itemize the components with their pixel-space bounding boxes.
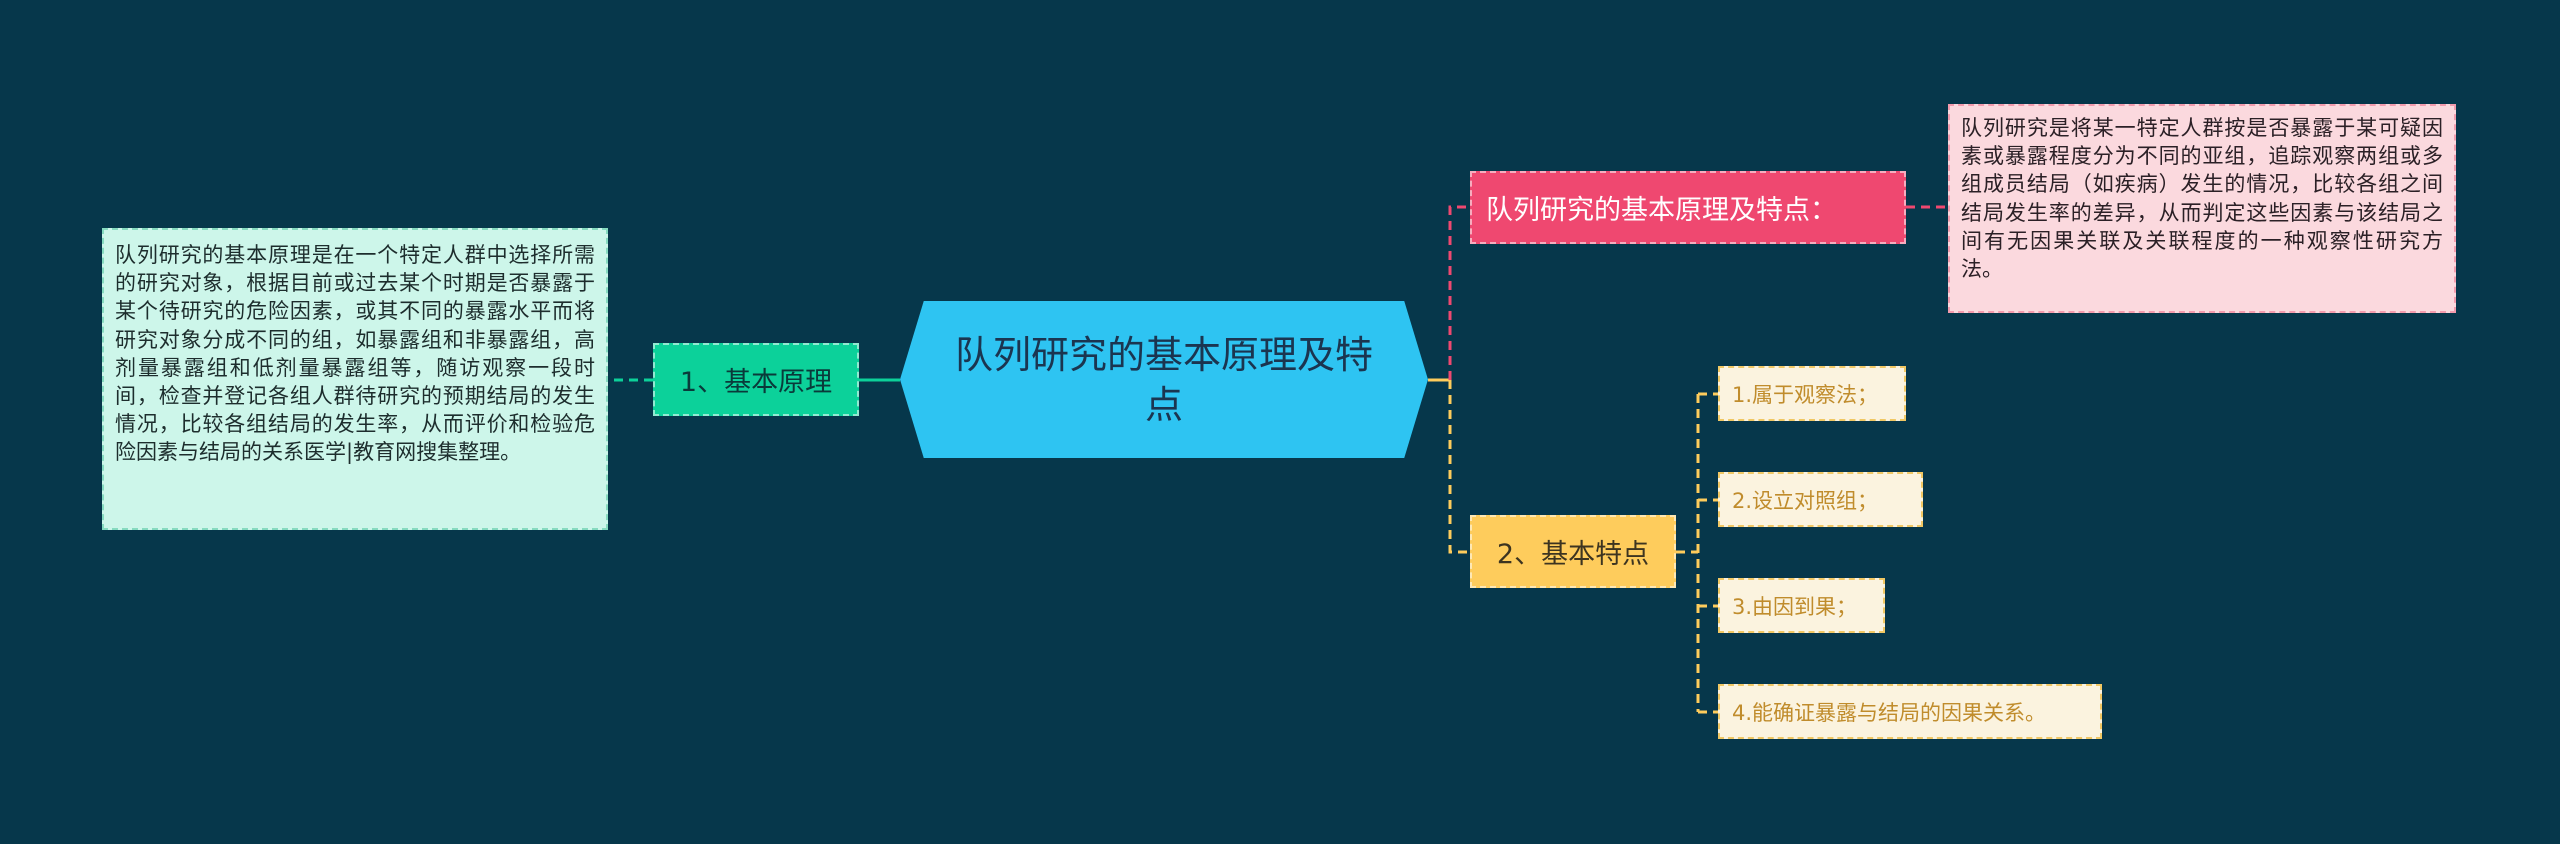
branch-definition[interactable]: 队列研究的基本原理及特点： [1470,171,1906,244]
feature-item[interactable]: 3.由因到果； [1718,578,1885,633]
branch-basic-features-label: 2、基本特点 [1496,539,1650,570]
feature-item-label: 1.属于观察法； [1732,382,1879,407]
connector-to-features-branch [1448,380,1470,554]
feature-item[interactable]: 1.属于观察法； [1718,366,1906,421]
branch-basic-principle[interactable]: 1、基本原理 [653,343,859,416]
feature-item-label: 3.由因到果； [1732,594,1858,619]
definition-description-text: 队列研究是将某一特定人群按是否暴露于某可疑因素或暴露程度分为不同的亚组，追踪观察… [1961,116,2443,282]
definition-description[interactable]: 队列研究是将某一特定人群按是否暴露于某可疑因素或暴露程度分为不同的亚组，追踪观察… [1948,104,2456,313]
root-topic-label: 队列研究的基本原理及特点 [954,332,1373,427]
feature-item-label: 2.设立对照组； [1732,488,1879,513]
connector-to-definition-branch [1448,205,1470,380]
root-topic[interactable]: 队列研究的基本原理及特点 [900,301,1428,458]
basic-principle-description[interactable]: 队列研究的基本原理是在一个特定人群中选择所需的研究对象，根据目前或过去某个时期是… [102,228,608,530]
connector-features-to-leaves [1676,392,1718,714]
branch-basic-principle-label: 1、基本原理 [679,367,833,398]
feature-item-label: 4.能确证暴露与结局的因果关系。 [1732,700,2047,725]
branch-basic-features[interactable]: 2、基本特点 [1470,515,1676,588]
basic-principle-description-text: 队列研究的基本原理是在一个特定人群中选择所需的研究对象，根据目前或过去某个时期是… [115,243,595,465]
feature-item[interactable]: 4.能确证暴露与结局的因果关系。 [1718,684,2102,739]
branch-definition-label: 队列研究的基本原理及特点： [1486,195,1837,226]
feature-item[interactable]: 2.设立对照组； [1718,472,1923,527]
